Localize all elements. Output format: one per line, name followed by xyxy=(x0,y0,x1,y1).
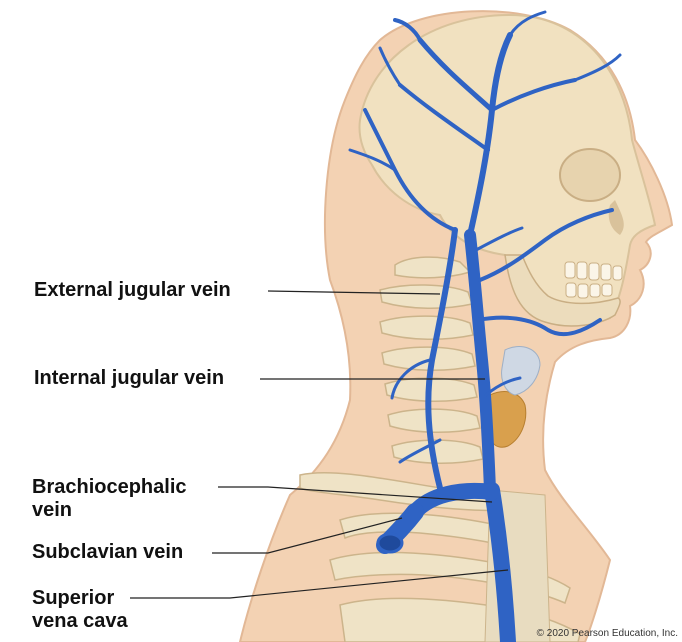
leader-lines xyxy=(130,290,509,599)
skull xyxy=(358,13,657,324)
label-subclavian-vein: Subclavian vein xyxy=(32,541,184,563)
label-brachiocephalic-line2: vein xyxy=(32,499,73,521)
label-external-jugular-vein: External jugular vein xyxy=(34,279,231,301)
eye-socket xyxy=(559,148,621,202)
label-superior-vena-cava: Superior vena cava xyxy=(32,587,128,633)
copyright-notice: © 2020 Pearson Education, Inc. xyxy=(536,628,678,639)
label-brachiocephalic-vein: Brachiocephalic vein xyxy=(32,476,187,522)
second-rib xyxy=(329,551,571,605)
label-superior-vena-cava-line2: vena cava xyxy=(32,610,128,632)
label-internal-jugular-vein: Internal jugular vein xyxy=(34,367,225,389)
label-brachiocephalic-line1: Brachiocephalic xyxy=(32,476,187,498)
veins xyxy=(348,10,622,642)
mandible xyxy=(504,254,621,327)
leader-brachiocephalic xyxy=(218,486,493,503)
leader-external-jugular xyxy=(267,290,441,295)
leader-superior-vena-cava xyxy=(130,569,509,599)
superior-vena-cava-path xyxy=(484,482,516,642)
larynx xyxy=(501,346,541,396)
label-superior-vena-cava-line1: Superior xyxy=(32,587,115,609)
subclavian-lumen xyxy=(376,532,404,554)
leader-subclavian xyxy=(212,517,403,554)
internal-jugular-vein-path xyxy=(464,229,496,496)
teeth xyxy=(564,261,623,299)
cervical-vertebrae xyxy=(379,256,484,464)
